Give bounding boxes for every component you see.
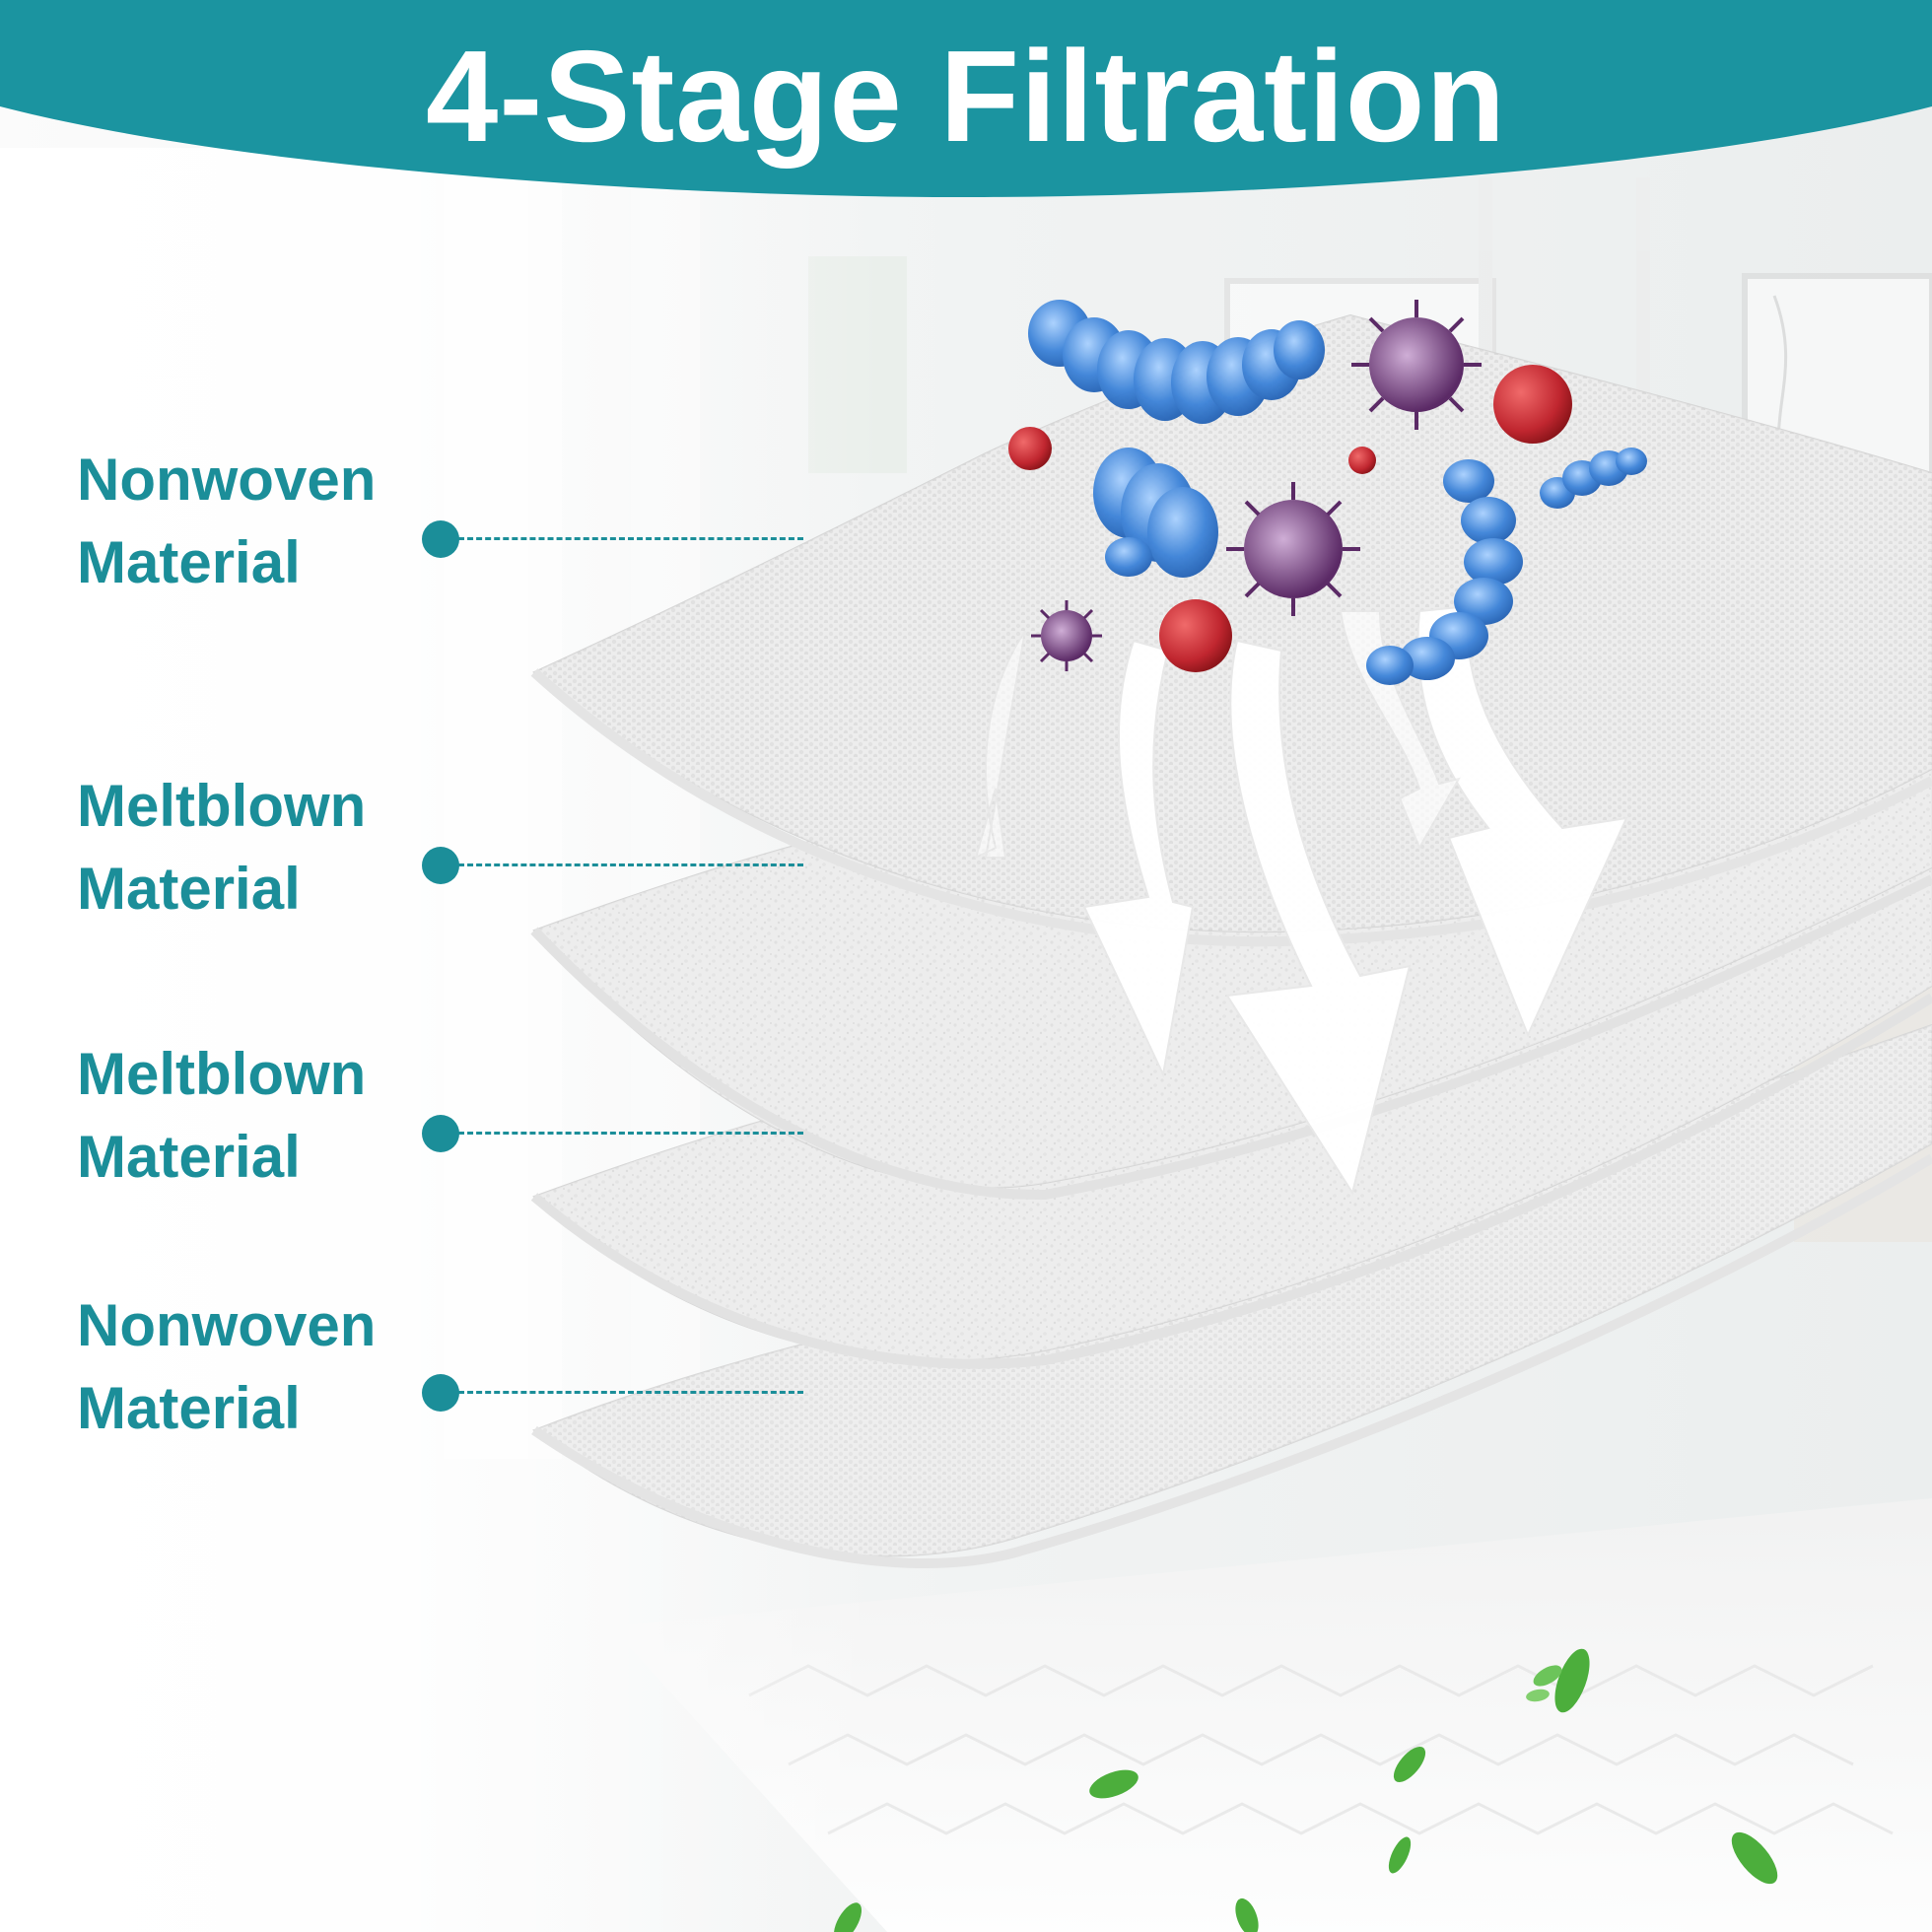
virus-icon [1351, 300, 1482, 430]
rug-pattern [748, 1664, 1894, 1835]
layer-4-label: Nonwoven Material [77, 1284, 432, 1450]
layer-4-callout-line [458, 1391, 803, 1394]
layer-2-callout-line [458, 863, 803, 866]
germs [1008, 300, 1647, 685]
red-cell-icon [1008, 427, 1052, 470]
leaf-icon [1533, 1665, 1562, 1687]
floor-rug [611, 1498, 1932, 1932]
layer-1-callout-dot [422, 520, 459, 558]
leaf-icon [1393, 1746, 1426, 1783]
virus-icon [1226, 482, 1360, 616]
red-cell-icon [1159, 599, 1232, 672]
layer-2-label-line2: Material [77, 856, 301, 922]
layer-2-callout-dot [422, 847, 459, 884]
bacteria-icon [1366, 459, 1523, 685]
layer-1-label-line1: Nonwoven [77, 447, 377, 513]
leaf-icon [1235, 1898, 1259, 1932]
bacteria-icon [1540, 448, 1647, 509]
layer-3-label: Meltblown Material [77, 1033, 432, 1199]
layer-4-label-line2: Material [77, 1375, 301, 1441]
airflow-arrow-icon [974, 630, 1026, 860]
leaf-icon [1089, 1769, 1138, 1799]
red-cell-icon [1493, 365, 1572, 444]
leaves [834, 1648, 1778, 1932]
red-cell-icon [1348, 447, 1376, 474]
layer-4-callout-dot [422, 1374, 459, 1412]
layer-4-label-line1: Nonwoven [77, 1292, 377, 1358]
virus-icon [1031, 600, 1102, 671]
leaf-icon [1388, 1836, 1412, 1874]
layer-1-label-line2: Material [77, 529, 301, 595]
airflow-arrow-icon [1082, 639, 1195, 1078]
bacteria-icon [1093, 448, 1218, 578]
layer-2-label-line1: Meltblown [77, 773, 367, 839]
layer-2-label: Meltblown Material [77, 765, 432, 931]
airflow-arrow-icon [1416, 604, 1628, 1038]
header-band [0, 0, 1932, 197]
leaf-icon [1526, 1689, 1550, 1702]
layer-3-label-line2: Material [77, 1124, 301, 1190]
page-title: 4-Stage Filtration [425, 24, 1507, 169]
layer-1-callout-line [458, 537, 803, 540]
layer-3-callout-dot [422, 1115, 459, 1152]
layer-3-label-line1: Meltblown [77, 1041, 367, 1107]
leaf-icon [1554, 1648, 1590, 1713]
layer-3-callout-line [458, 1132, 803, 1135]
bacteria-icon [1028, 300, 1325, 424]
airflow-arrow-icon [1225, 639, 1412, 1196]
layer-1-label: Nonwoven Material [77, 439, 432, 604]
leaf-icon [1731, 1831, 1778, 1885]
